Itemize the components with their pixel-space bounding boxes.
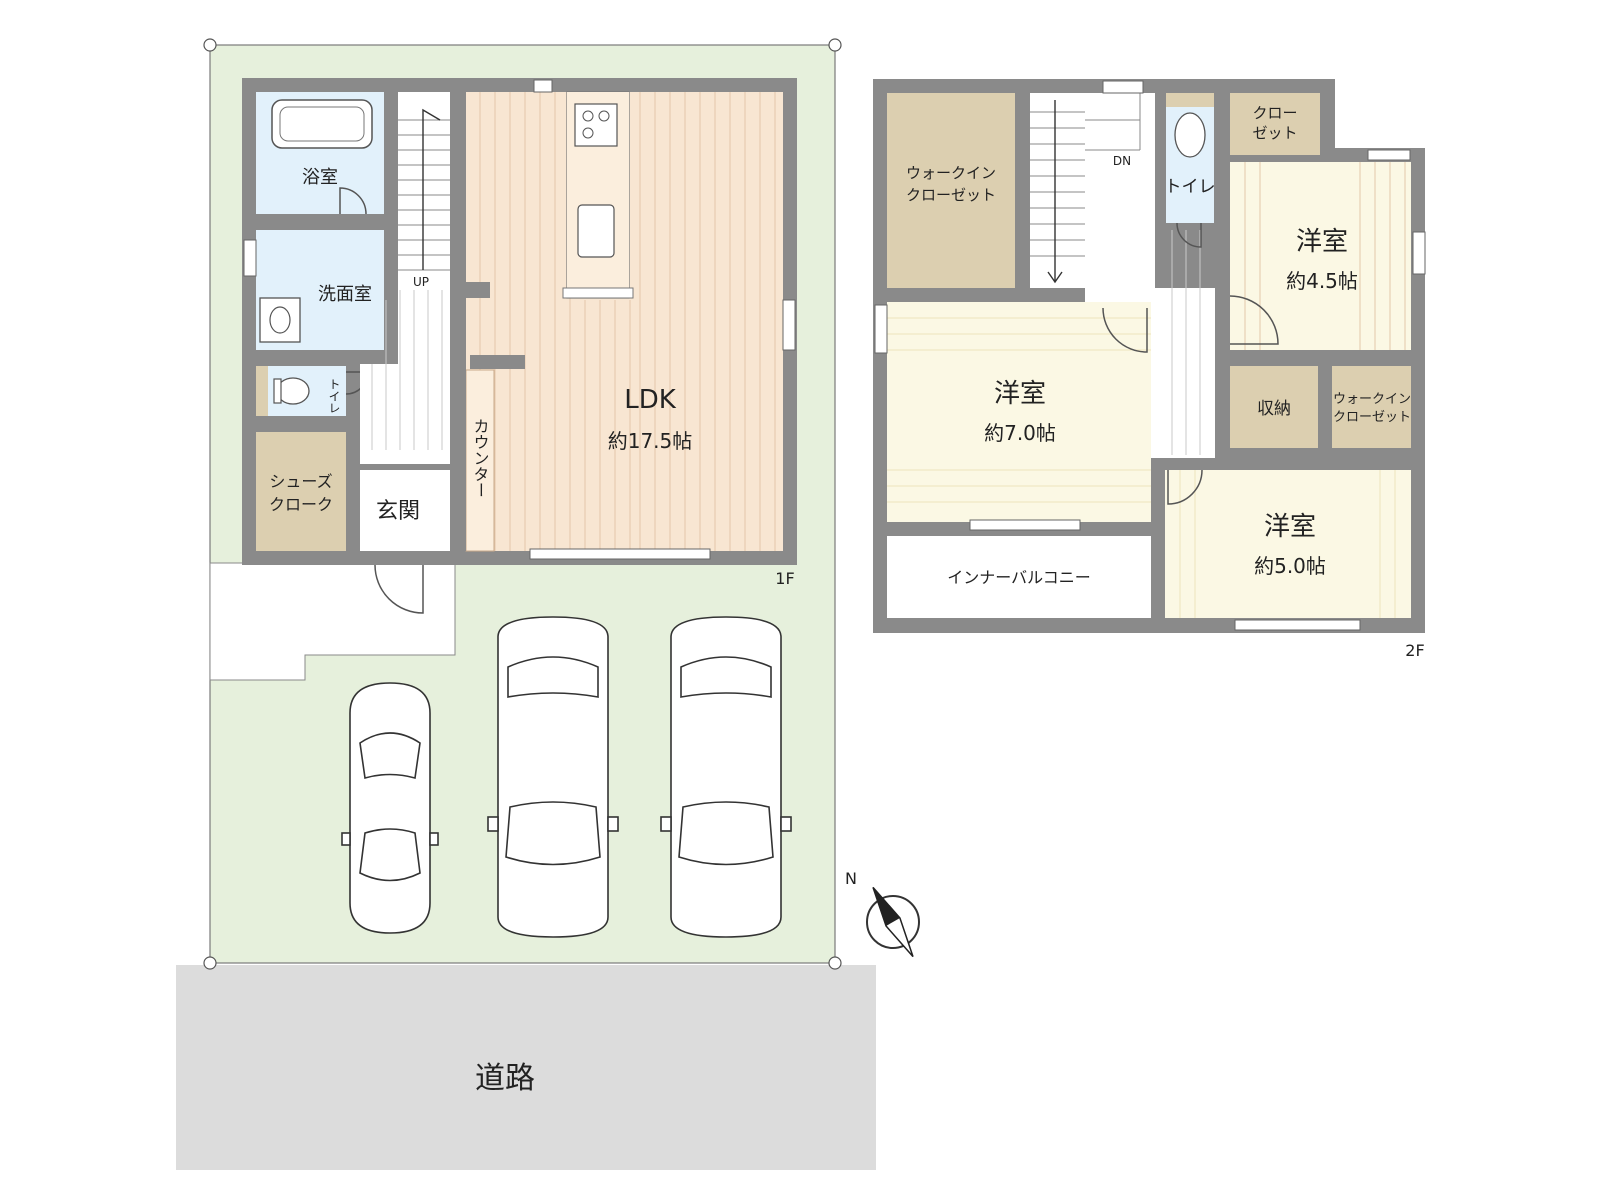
floor1-label: 1F [775, 569, 794, 588]
room-b-name: 洋室 [994, 379, 1046, 409]
stairs-down-label: DN [1113, 154, 1131, 168]
bath-label: 浴室 [302, 167, 338, 188]
shoe-cloak [256, 432, 346, 551]
landing-2f [1085, 93, 1155, 288]
wic-right-label-2: クローゼット [1333, 410, 1411, 425]
stairs-up-arrow-icon [422, 108, 441, 270]
washroom-label: 洗面室 [318, 284, 372, 305]
shoe-cloak-label-1: シューズ [269, 472, 332, 491]
walk-in-closet-left [887, 93, 1015, 288]
car-large-2 [660, 616, 792, 938]
walk-in-closet-right [1332, 366, 1411, 448]
entrance-label: 玄関 [376, 499, 420, 524]
room-c-name: 洋室 [1264, 512, 1316, 542]
toilet-label-2f: トイレ [1165, 177, 1216, 197]
lot-corner-markers [203, 38, 842, 970]
closet-label-2: ゼット [1252, 124, 1297, 142]
stairs-1f [398, 119, 450, 271]
counter-label: カウンター [471, 418, 490, 498]
closet-label-1: クロー [1252, 104, 1297, 122]
stairs-down-arrow-icon [1047, 100, 1063, 284]
compass: N [845, 869, 920, 958]
room-c-size: 約5.0帖 [1254, 554, 1326, 578]
toilet-icon-1f [276, 377, 310, 405]
toilet-label-1f: トイレ [327, 378, 341, 414]
car-small [341, 682, 439, 934]
inner-balcony [887, 536, 1151, 618]
floor2-plan: ウォークイン クローゼット DN トイレ ク [873, 79, 1426, 660]
toilet-icon-2f [1174, 112, 1206, 158]
ldk-name-label: LDK [624, 385, 677, 415]
room-b-size: 約7.0帖 [984, 421, 1056, 445]
ldk-size-label: 約17.5帖 [608, 429, 693, 453]
compass-needle-icon [872, 886, 914, 958]
balcony-label: インナーバルコニー [947, 568, 1091, 587]
stairs-2f [1030, 93, 1085, 288]
wic-left-label-2: クローゼット [906, 186, 996, 204]
western-room-7-0 [887, 302, 1151, 522]
closet-small [1230, 93, 1320, 155]
compass-north-label: N [845, 869, 857, 888]
kitchen-sink-icon [577, 204, 615, 258]
shoe-cloak-label-2: クローク [269, 495, 333, 514]
wic-right-label-1: ウォークイン [1333, 392, 1411, 407]
floor2-label: 2F [1405, 641, 1424, 660]
storage [1230, 366, 1318, 448]
western-room-5-0 [1165, 470, 1411, 618]
sink-icon [259, 297, 301, 343]
room-a-size: 約4.5帖 [1286, 269, 1358, 293]
entrance-hall [360, 470, 450, 551]
storage-label: 収納 [1257, 399, 1291, 419]
road-label: 道路 [475, 1061, 535, 1096]
stairs-up-label: UP [413, 275, 429, 289]
car-large-1 [487, 616, 619, 938]
stove-icon [574, 103, 618, 147]
road [176, 965, 876, 1170]
floor1-plan: 浴室 洗面室 トイレ シューズ クローク UP [242, 78, 797, 614]
front-door [374, 564, 424, 614]
wic-left-label-1: ウォークイン [906, 164, 996, 182]
bathtub-icon [271, 99, 373, 149]
room-a-name: 洋室 [1296, 227, 1348, 257]
